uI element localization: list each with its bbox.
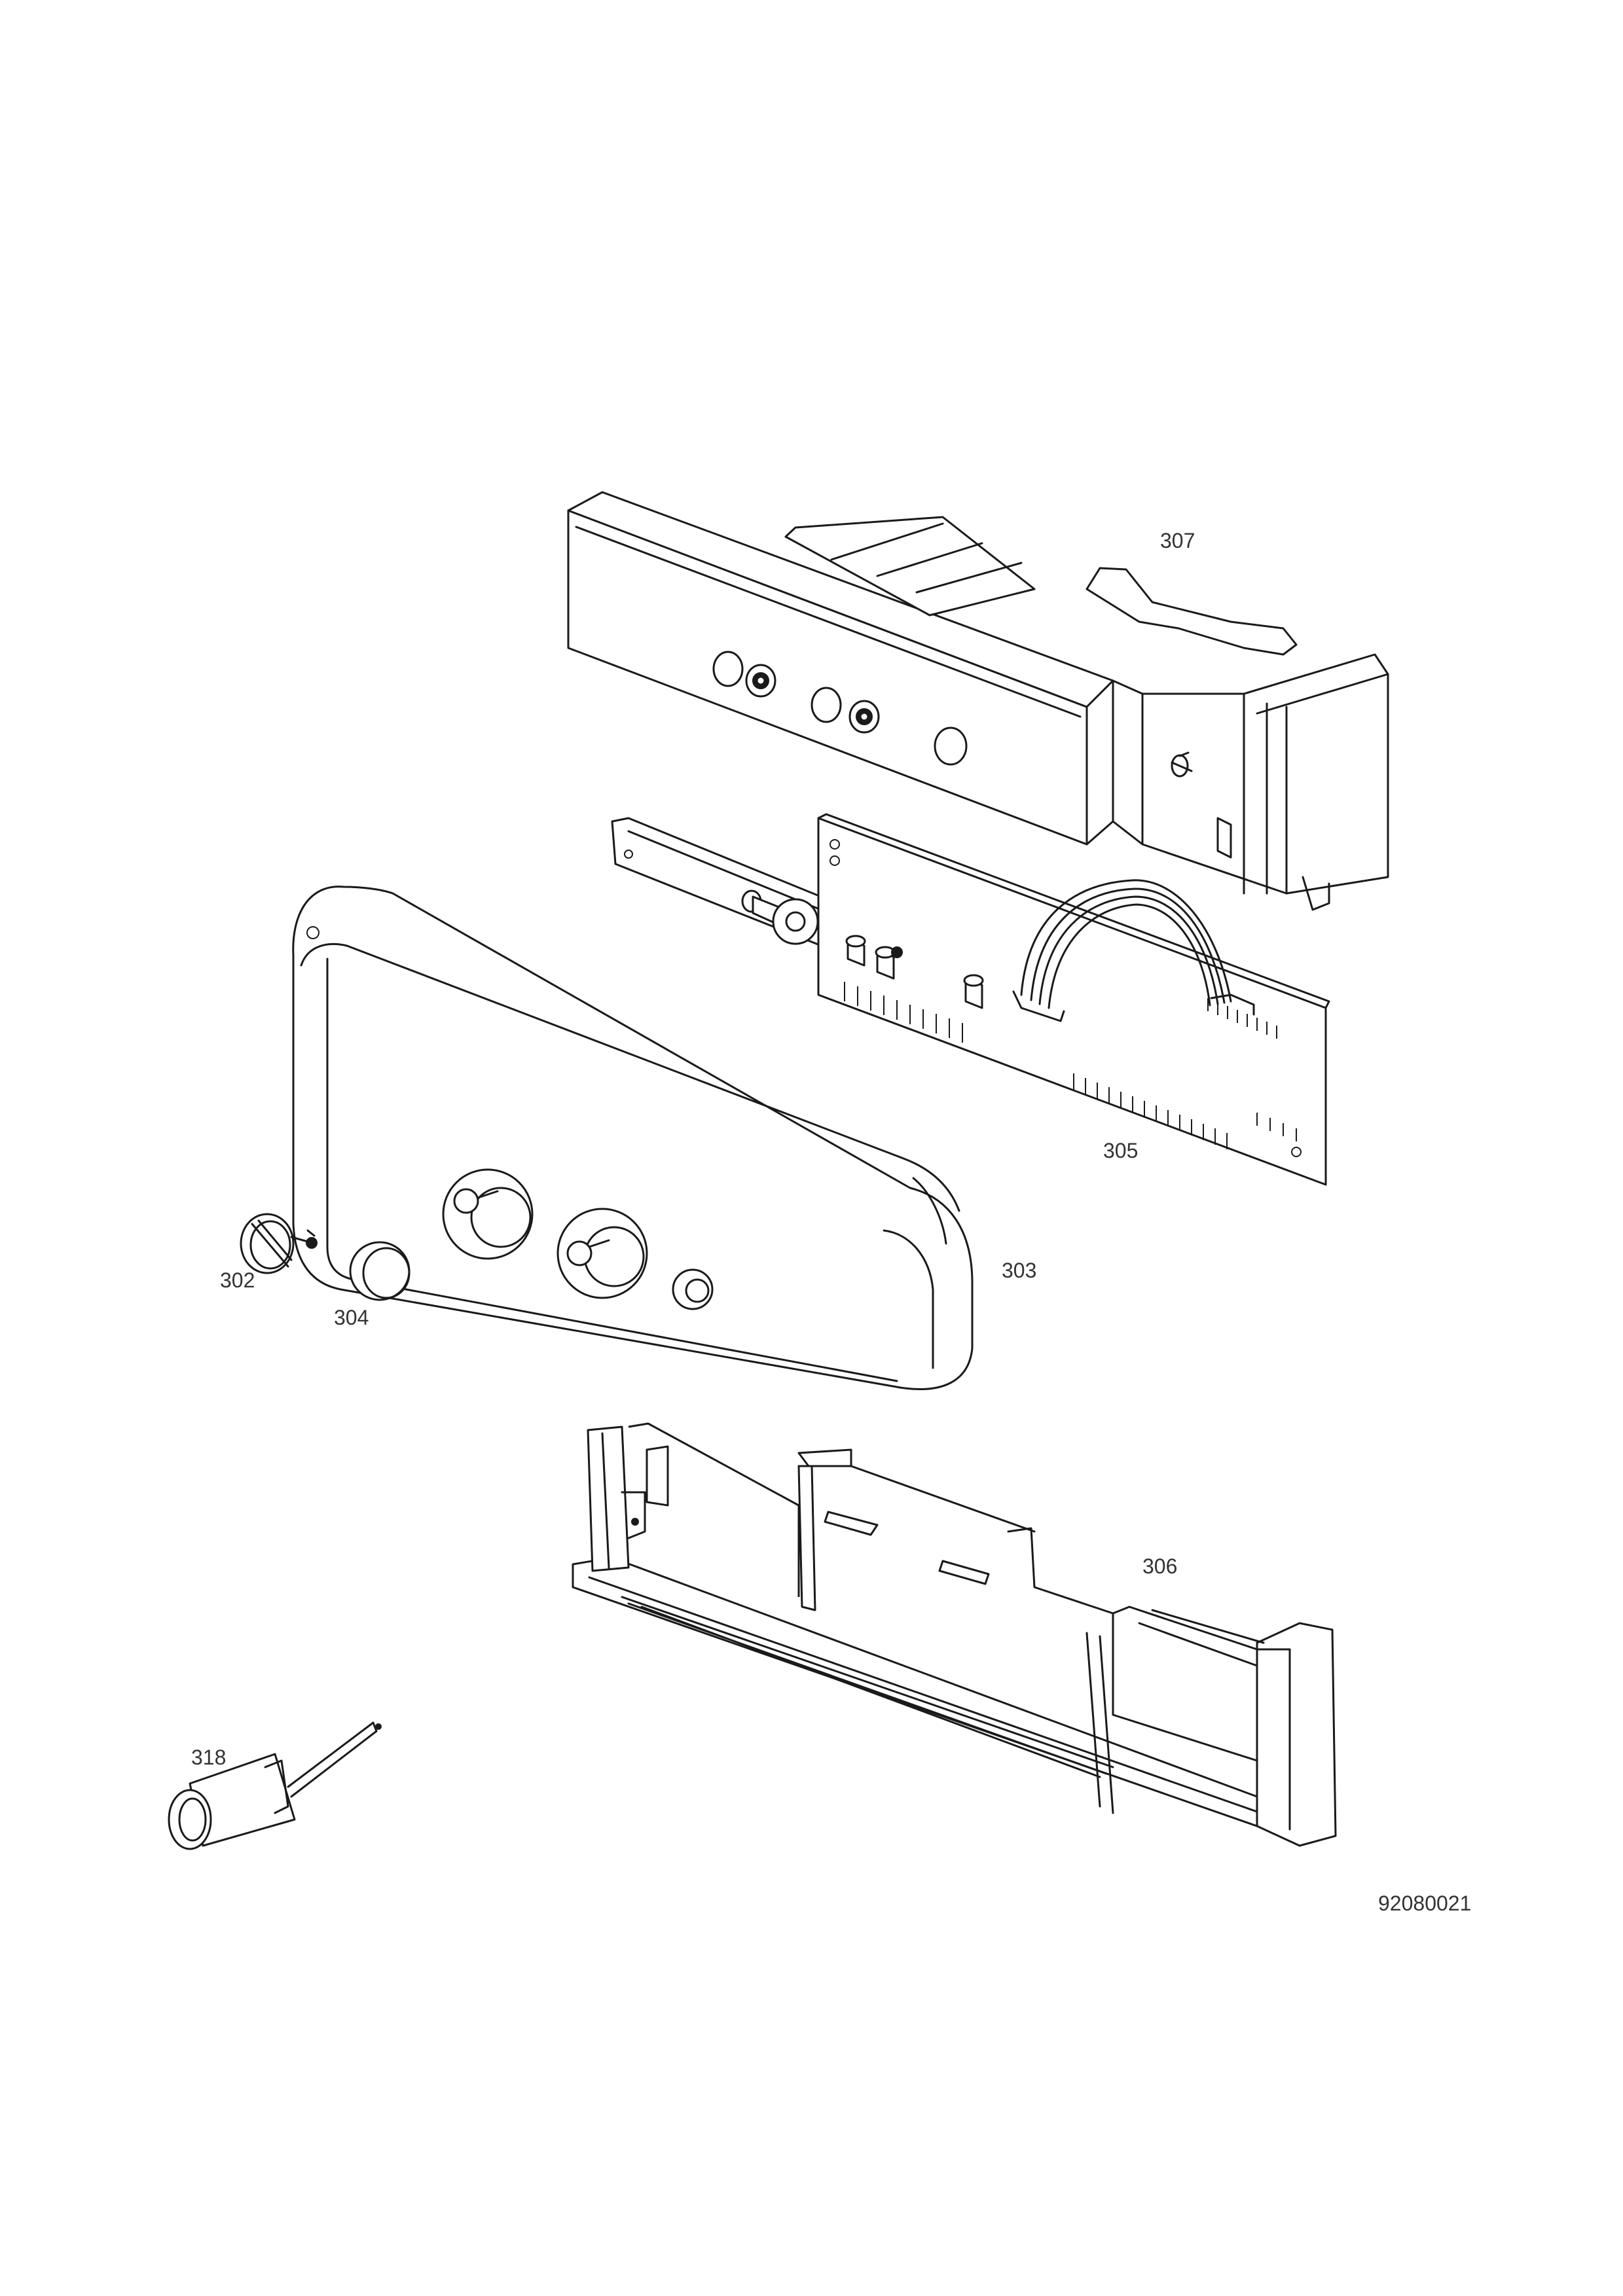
callout-307: 307 [1160,529,1195,552]
callout-305: 305 [1103,1139,1139,1162]
callout-304: 304 [334,1306,369,1329]
part-306-bracket-frame [572,1422,1337,1847]
callout-306: 306 [1142,1554,1178,1578]
pcb-pin-rows [844,982,1297,1149]
part-305-circuit-board [611,813,1330,1186]
part-307-control-housing [567,491,1389,911]
part-304-button-cap [349,1241,410,1301]
callout-302: 302 [220,1268,255,1292]
callout-318: 318 [191,1746,227,1769]
drawing-number: 92080021 [1378,1892,1472,1915]
ribbon-cable [1012,879,1255,1022]
callout-303: 303 [1002,1259,1037,1282]
part-303-front-panel [292,886,974,1390]
part-302-rotary-knob [240,1213,318,1274]
part-318-capacitor [168,1721,382,1850]
